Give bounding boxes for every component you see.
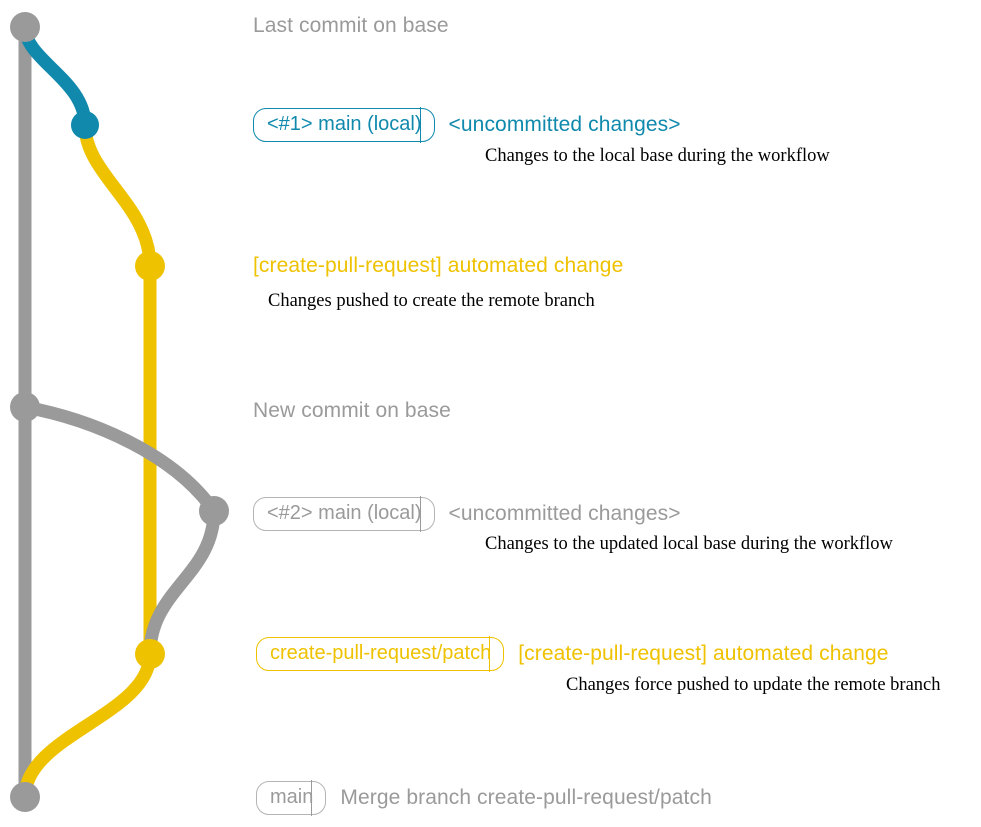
commit-title: [create-pull-request] automated change	[518, 642, 889, 665]
commit-dot-base-head[interactable]	[10, 12, 40, 42]
edge-local2-to-patch2	[143, 504, 221, 661]
edge-base-to-local1	[18, 20, 92, 132]
commit-title: <uncommitted changes>	[448, 502, 681, 525]
commit-title: New commit on base	[253, 399, 451, 422]
edge-patch2-to-merge	[18, 647, 157, 804]
ref-badge-main[interactable]: main	[256, 780, 327, 816]
edge-local1-to-patch1	[78, 118, 157, 273]
commit-dot-local-2[interactable]	[199, 496, 229, 526]
commit-description: Changes force pushed to update the remot…	[566, 675, 941, 695]
commit-dot-patch-1[interactable]	[135, 251, 165, 281]
commit-row-automated-change-2: create-pull-request/patch [create-pull-r…	[256, 636, 889, 672]
commit-title: Merge branch create-pull-request/patch	[340, 786, 712, 809]
commit-row-merge-commit: main Merge branch create-pull-request/pa…	[256, 780, 712, 816]
commit-dot-merge[interactable]	[10, 782, 40, 812]
commit-dot-local-1[interactable]	[71, 111, 99, 139]
commit-row-local-uncommitted-2: <#2> main (local) <uncommitted changes>	[253, 496, 681, 532]
commit-dot-patch-2[interactable]	[135, 639, 165, 669]
commit-dot-base-new[interactable]	[10, 392, 40, 422]
ref-badge-main-local-1[interactable]: <#1> main (local)	[253, 107, 435, 143]
ref-badge-main-local-2[interactable]: <#2> main (local)	[253, 496, 435, 532]
commit-row-local-uncommitted-1: <#1> main (local) <uncommitted changes>	[253, 107, 681, 143]
commit-title: Last commit on base	[253, 14, 449, 37]
commit-row-new-commit-on-base: New commit on base	[253, 399, 451, 423]
commit-row-last-commit-on-base: Last commit on base	[253, 14, 449, 38]
commit-description: Changes to the updated local base during…	[485, 534, 893, 554]
commit-title: <uncommitted changes>	[448, 113, 681, 136]
ref-badge-create-pull-request-patch[interactable]: create-pull-request/patch	[256, 636, 505, 672]
commit-description: Changes to the local base during the wor…	[485, 146, 830, 166]
commit-title: [create-pull-request] automated change	[253, 254, 624, 277]
commit-description: Changes pushed to create the remote bran…	[268, 291, 595, 311]
commit-row-automated-change-1: [create-pull-request] automated change	[253, 254, 623, 278]
edge-basenew-to-local2	[18, 400, 221, 518]
